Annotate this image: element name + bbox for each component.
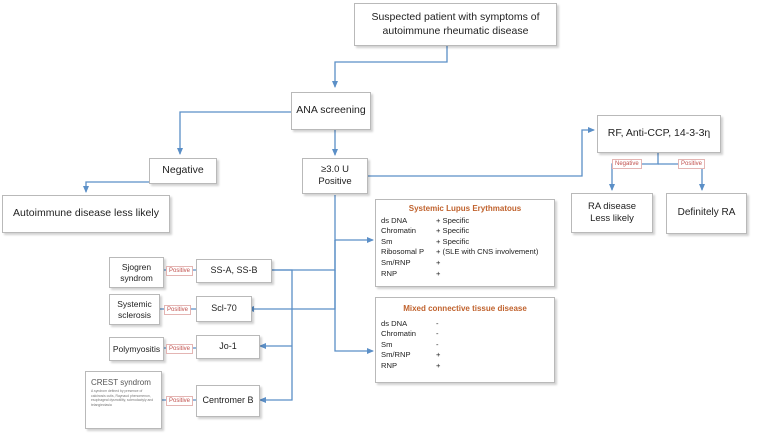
sle-row: RNP + bbox=[381, 269, 549, 280]
sle-antibody-name: Chromatin bbox=[381, 226, 417, 236]
connector-positive-to-scl70 bbox=[247, 270, 336, 312]
sle-antibody-result: + Specific bbox=[436, 236, 470, 246]
connector-positive-to-sle bbox=[334, 195, 374, 243]
sle-row: ds DNA + Specific bbox=[381, 216, 549, 227]
connector-rf-to-ra-less bbox=[609, 152, 659, 191]
node-scl70: Scl-70 bbox=[196, 296, 252, 322]
tag-rf-negative: Negative bbox=[612, 159, 642, 169]
mctd-antibody-result: - bbox=[436, 318, 439, 328]
sle-antibody-result: + bbox=[436, 257, 441, 267]
node-positive: ≥3.0 U Positive bbox=[302, 158, 368, 194]
node-polymyositis: Polymyositis bbox=[109, 337, 164, 361]
node-rf-anticcp: RF, Anti-CCP, 14-3-3η bbox=[597, 115, 721, 153]
node-ra-less-line1: RA disease bbox=[587, 201, 637, 213]
mctd-antibody-name: Chromatin bbox=[381, 329, 417, 339]
node-ssa-label: SS-A, SS-B bbox=[210, 265, 258, 276]
mctd-antibody-name: ds DNA bbox=[381, 318, 408, 328]
node-negative: Negative bbox=[149, 158, 217, 184]
sle-row: Sm/RNP + bbox=[381, 258, 549, 269]
node-sjogren-line2: syndrom bbox=[120, 272, 153, 283]
mctd-antibody-result: + bbox=[436, 360, 441, 370]
node-positive-label: Positive bbox=[318, 176, 352, 187]
sle-antibody-name: Sm/RNP bbox=[381, 257, 411, 267]
sle-antibody-name: Sm bbox=[381, 236, 393, 246]
sle-antibody-result: + (SLE with CNS involvement) bbox=[436, 247, 539, 257]
node-ana-screening: ANA screening bbox=[291, 92, 371, 130]
connector-positive-to-rf bbox=[368, 127, 595, 177]
mctd-antibody-result: - bbox=[436, 339, 439, 349]
mctd-antibody-result: + bbox=[436, 350, 441, 360]
sle-panel: Systemic Lupus Erythmatous ds DNA + Speci… bbox=[375, 199, 555, 287]
sle-antibody-result: + Specific bbox=[436, 215, 470, 225]
sle-row: Sm + Specific bbox=[381, 237, 549, 248]
connector-suspected-to-ana bbox=[332, 46, 448, 88]
tag-systemic-positive: Positive bbox=[164, 305, 192, 315]
node-definitely-ra: Definitely RA bbox=[666, 193, 747, 234]
mctd-antibody-list: ds DNA - Chromatin - Sm - Sm/RNP + RNP + bbox=[381, 319, 549, 372]
mctd-row: Sm/RNP + bbox=[381, 350, 549, 361]
node-ra-less-likely: RA disease Less likely bbox=[571, 193, 653, 233]
connector-positive-to-mctd bbox=[334, 240, 374, 354]
tag-sjogren-positive: Positive bbox=[166, 266, 194, 276]
crest-title: CREST syndrom bbox=[91, 378, 151, 387]
mctd-title: Mixed connective tissue disease bbox=[403, 304, 527, 313]
mctd-antibody-name: RNP bbox=[381, 360, 398, 370]
sle-antibody-name: ds DNA bbox=[381, 215, 408, 225]
node-ana-label: ANA screening bbox=[296, 104, 366, 117]
connector-ssa-to-centromer bbox=[259, 269, 293, 403]
mctd-antibody-name: Sm bbox=[381, 339, 393, 349]
tag-polymyositis-positive: Positive bbox=[166, 344, 194, 354]
sle-antibody-result: + bbox=[436, 268, 441, 278]
node-systemic-line1: Systemic bbox=[117, 298, 152, 309]
mctd-antibody-name: Sm/RNP bbox=[381, 350, 411, 360]
sle-antibody-result: + Specific bbox=[436, 226, 470, 236]
node-autoimmune-less-likely: Autoimmune disease less likely bbox=[2, 195, 170, 233]
mctd-row: RNP + bbox=[381, 361, 549, 372]
node-systemic-line2: sclerosis bbox=[117, 309, 152, 320]
node-ssa-ssb: SS-A, SS-B bbox=[196, 259, 272, 283]
tag-rf-positive: Positive bbox=[678, 159, 706, 169]
node-crest-syndrom: CREST syndrom A syndrom defined by prese… bbox=[85, 371, 162, 429]
tag-crest-positive: Positive bbox=[166, 396, 194, 406]
node-definitely-ra-label: Definitely RA bbox=[677, 207, 736, 219]
node-jo1-label: Jo-1 bbox=[219, 341, 237, 352]
sle-antibody-name: RNP bbox=[381, 268, 398, 278]
connector-ana-to-negative bbox=[177, 111, 291, 155]
crest-description: A syndrom defined by presence of calcino… bbox=[91, 389, 154, 407]
mctd-row: Sm - bbox=[381, 340, 549, 351]
node-suspected-label: Suspected patient with symptoms of autoi… bbox=[371, 11, 540, 37]
node-positive-threshold: ≥3.0 U bbox=[321, 164, 349, 176]
node-sjogren-line1: Sjogren bbox=[121, 261, 152, 272]
node-sjogren: Sjogren syndrom bbox=[109, 257, 164, 288]
mctd-panel: Mixed connective tissue disease ds DNA-C… bbox=[375, 297, 555, 383]
node-centromer-b: Centromer B bbox=[196, 385, 260, 417]
sle-row: Chromatin + Specific bbox=[381, 226, 549, 237]
node-ra-less-line2: Less likely bbox=[590, 213, 634, 224]
node-systemic-sclerosis: Systemic sclerosis bbox=[109, 294, 160, 325]
node-less-likely-label: Autoimmune disease less likely bbox=[13, 207, 159, 220]
mctd-row: ds DNA - bbox=[381, 319, 549, 330]
node-polymyositis-label: Polymyositis bbox=[112, 343, 161, 354]
sle-antibody-name: Ribosomal P bbox=[381, 247, 425, 257]
mctd-antibody-result: - bbox=[436, 329, 439, 339]
sle-row: Ribosomal P + (SLE with CNS involvement) bbox=[381, 247, 549, 258]
mctd-row: Chromatin - bbox=[381, 329, 549, 340]
node-suspected-patient: Suspected patient with symptoms of autoi… bbox=[354, 3, 557, 46]
node-scl70-label: Scl-70 bbox=[211, 303, 237, 314]
node-centromer-label: Centromer B bbox=[202, 395, 254, 406]
node-negative-label: Negative bbox=[162, 164, 204, 177]
node-jo1: Jo-1 bbox=[196, 335, 260, 359]
node-rf-label: RF, Anti-CCP, 14-3-3η bbox=[607, 127, 711, 140]
sle-title: Systemic Lupus Erythmatous bbox=[408, 204, 522, 213]
